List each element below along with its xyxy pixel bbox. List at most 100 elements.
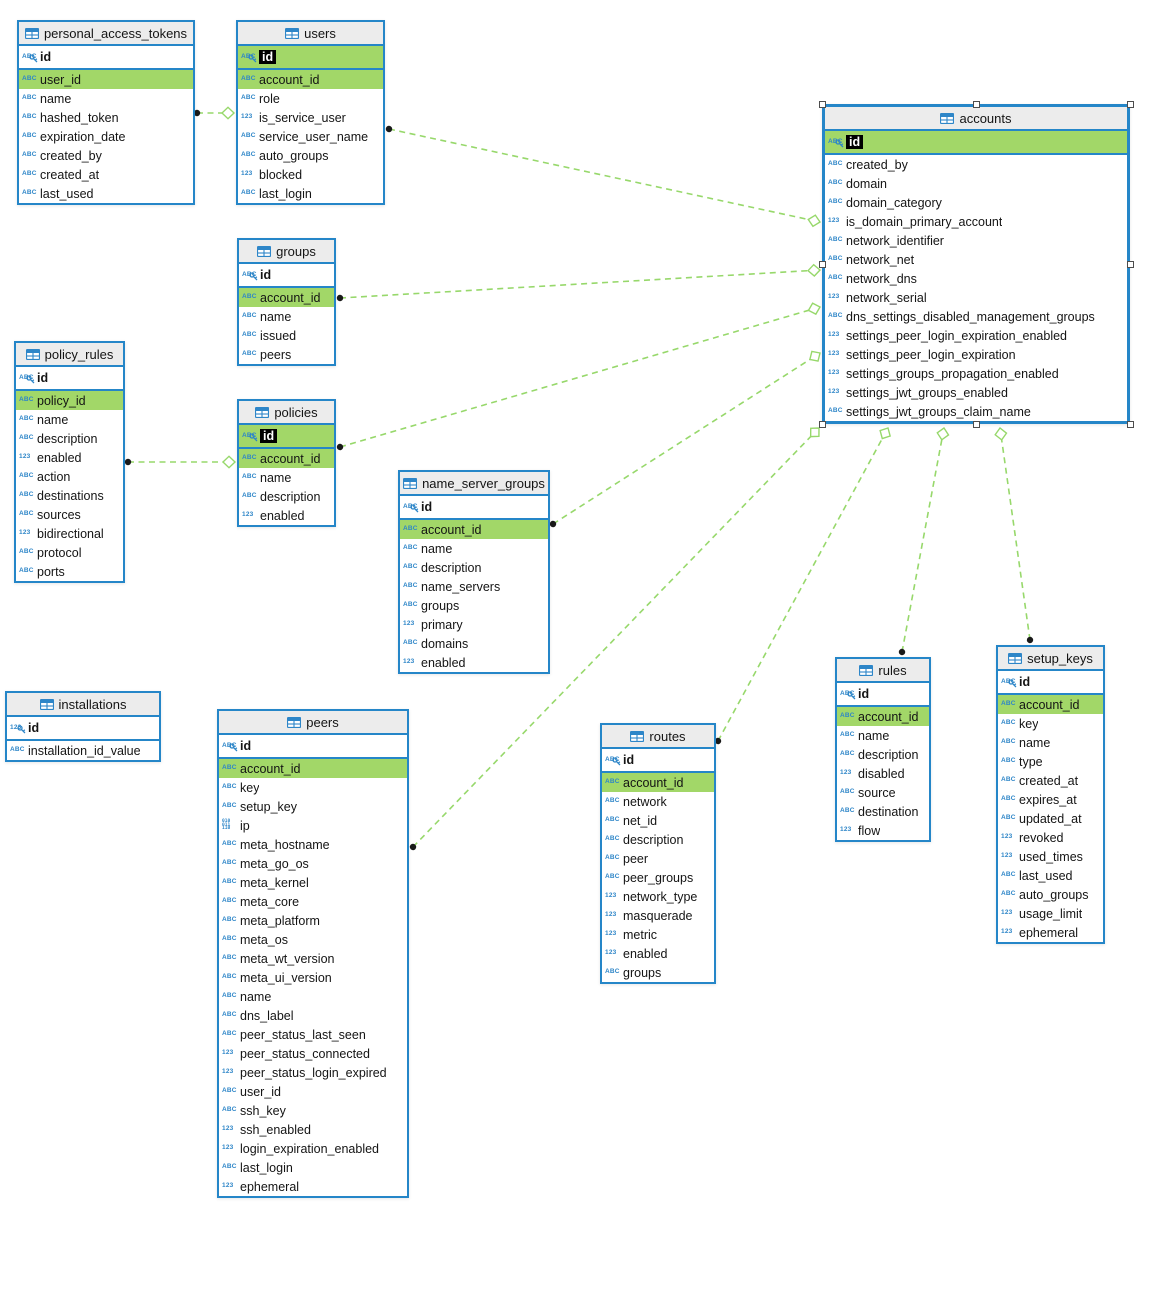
selection-handle-1[interactable] — [972, 100, 980, 108]
selection-handle-3[interactable] — [818, 260, 826, 268]
table-header[interactable]: name_server_groups — [400, 472, 548, 496]
selection-handle-4[interactable] — [1126, 260, 1134, 268]
relation-rules-accounts[interactable] — [898, 427, 950, 656]
relation-routes-accounts[interactable] — [714, 427, 891, 745]
selection-handle-2[interactable] — [1126, 100, 1134, 108]
selection-handle-5[interactable] — [818, 420, 826, 428]
table-header[interactable]: users — [238, 22, 383, 46]
selection-handle-0[interactable] — [818, 100, 826, 108]
table-header[interactable]: routes — [602, 725, 714, 749]
table-header[interactable]: personal_access_tokens — [19, 22, 193, 46]
selection-handle-6[interactable] — [972, 420, 980, 428]
table-header[interactable]: setup_keys — [998, 647, 1103, 671]
table-header[interactable]: groups — [239, 240, 334, 264]
table-header[interactable]: rules — [837, 659, 929, 683]
